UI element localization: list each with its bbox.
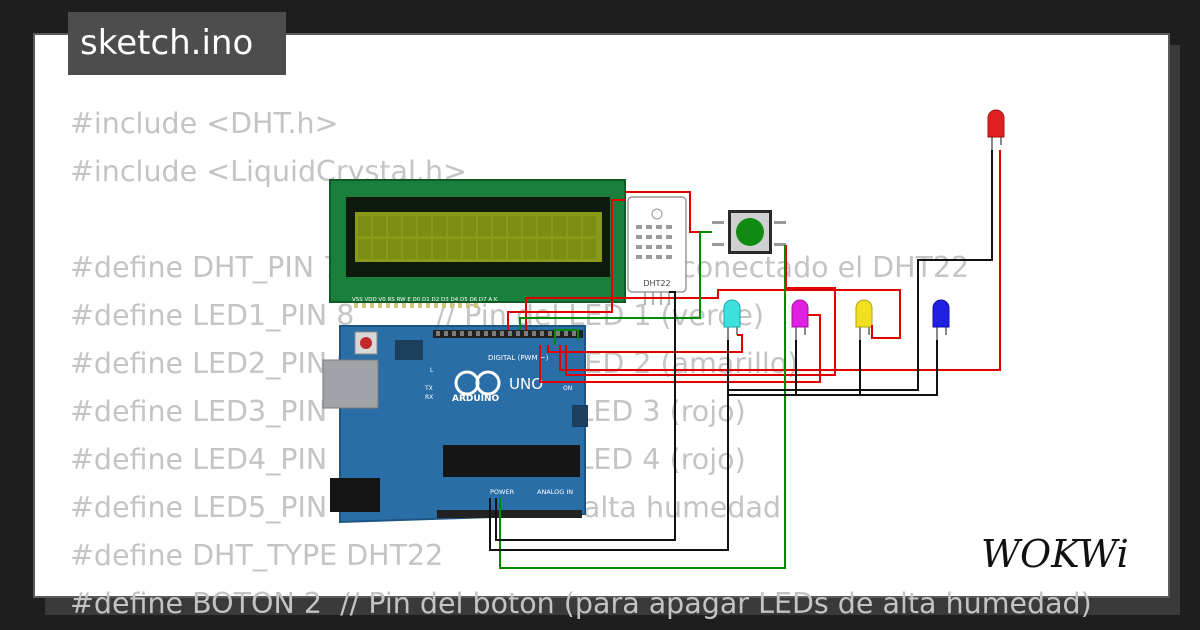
code-line: #define LED1_PIN 8 // Pin del LED 1 (ver…	[70, 299, 764, 332]
dht22-sensor[interactable]: DHT22	[627, 196, 687, 305]
preview-card: #include <DHT.h>#include <LiquidCrystal.…	[33, 33, 1170, 620]
wires	[489, 150, 1001, 569]
led-yellow[interactable]	[855, 299, 873, 340]
lcd-display[interactable]: VSS VDD V0 RS RW E D0 D1 D2 D3 D4 D5 D6 …	[329, 179, 626, 308]
power-jack	[330, 478, 380, 512]
code-line: #define BOTON 2 // Pin del boton (para a…	[70, 587, 1092, 620]
board-brand: ARDUINO	[452, 394, 500, 404]
code-line: #include <DHT.h>	[70, 107, 339, 140]
l-led-label: L	[430, 367, 434, 374]
digital-label: DIGITAL (PWM ~)	[488, 354, 549, 362]
board-model: UNO	[509, 375, 543, 393]
wokwi-logo: WOKWi	[943, 492, 1153, 586]
pushbutton[interactable]	[712, 210, 786, 254]
reset-button	[360, 337, 372, 349]
led-cyan[interactable]	[723, 299, 741, 340]
file-tab[interactable]: sketch.ino	[68, 12, 286, 75]
usb-port	[322, 359, 379, 409]
power-label: POWER	[490, 488, 515, 496]
on-label: ON	[563, 385, 572, 392]
wokwi-logotype: WOKWi	[981, 532, 1129, 576]
microcontroller-chip	[443, 445, 580, 477]
tx-label: TX	[424, 385, 433, 392]
arduino-uno-board[interactable]: DIGITAL (PWM ~) L TX RX ON UNO ARDUINO P…	[322, 325, 588, 524]
rx-label: RX	[425, 394, 433, 401]
led-magenta[interactable]	[791, 299, 809, 340]
code-line: #define DHT_TYPE DHT22	[70, 539, 444, 572]
led-red[interactable]	[987, 109, 1005, 150]
sensor-label: DHT22	[643, 279, 670, 288]
lcd-pin-labels: VSS VDD V0 RS RW E D0 D1 D2 D3 D4 D5 D6 …	[352, 297, 498, 303]
analog-label: ANALOG IN	[537, 488, 573, 496]
led-blue[interactable]	[932, 299, 950, 340]
